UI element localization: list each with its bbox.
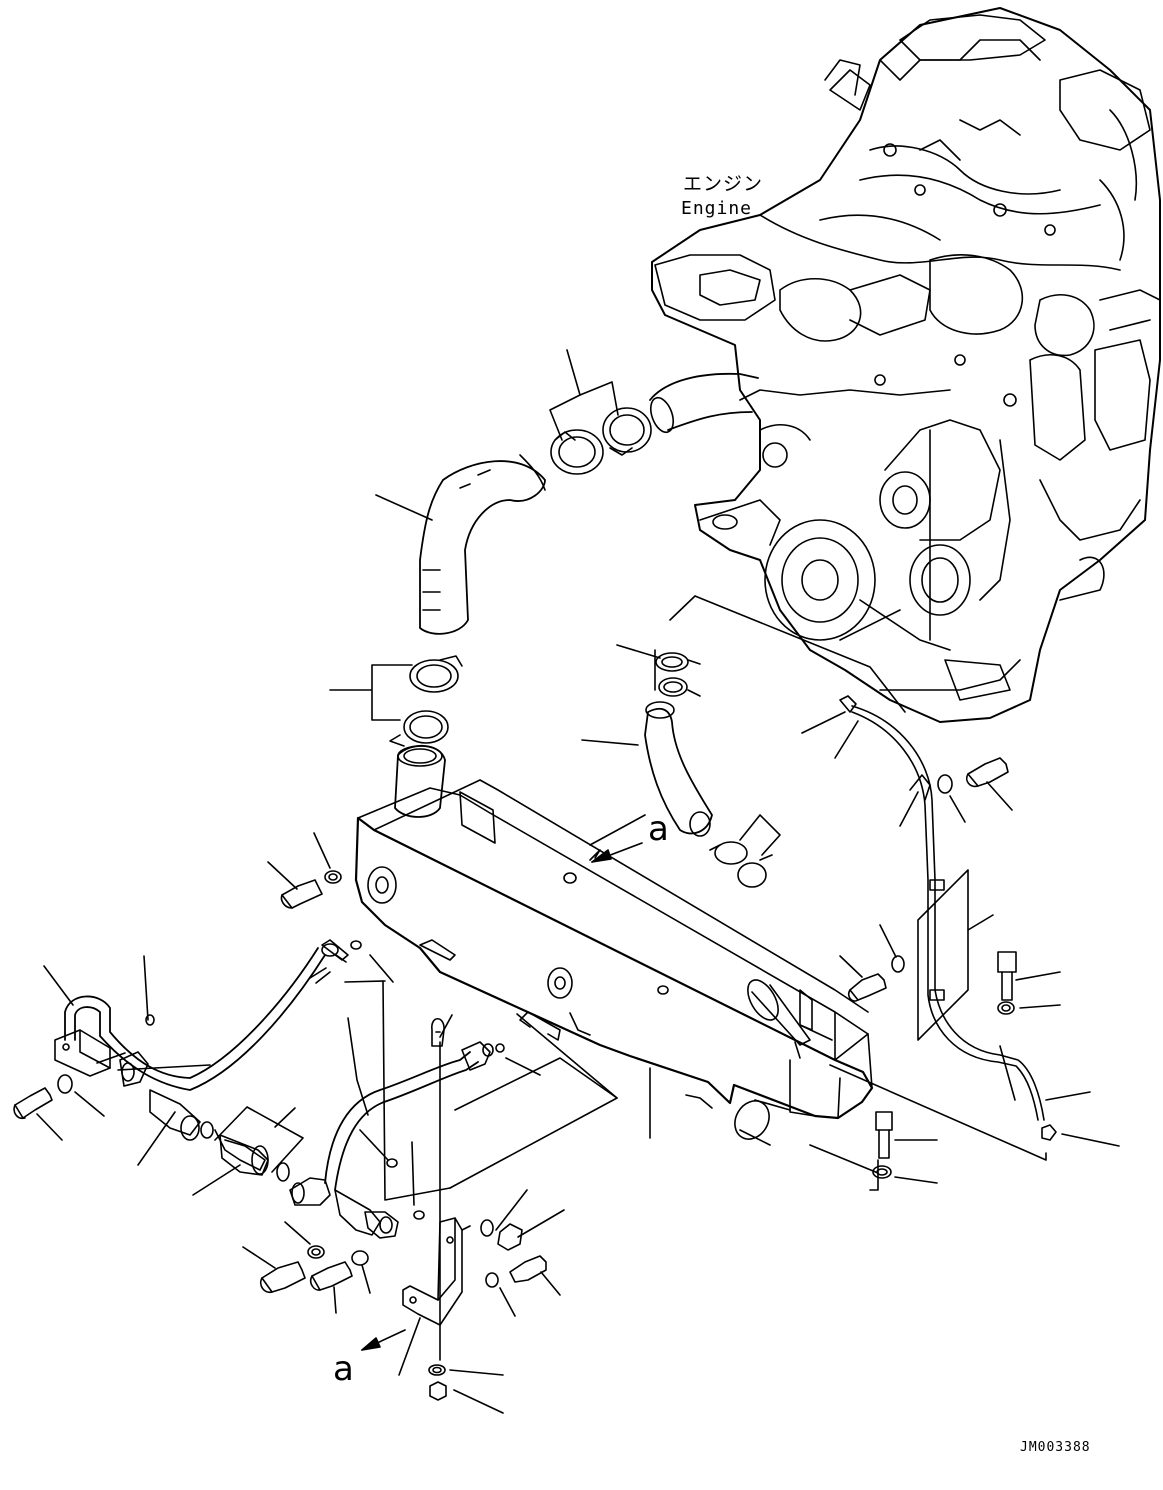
drawing-code: JM003388 (1020, 1440, 1091, 1455)
s-pipe (325, 1015, 540, 1238)
view-a-label-bottom: a (333, 1349, 354, 1389)
bypass-pipe (44, 940, 393, 1090)
view-arrow-bottom (362, 1330, 405, 1350)
upper-hose-group (330, 350, 758, 746)
bracket-group (345, 981, 617, 1413)
view-arrow-top (592, 843, 642, 862)
bolts-washers (14, 758, 1119, 1316)
view-a-label-top: a (648, 809, 669, 849)
right-tube (802, 696, 1090, 1173)
engine-label-japanese: エンジン (683, 173, 764, 195)
engine-label-english: Engine (681, 198, 753, 219)
fittings-group (118, 1052, 330, 1205)
lower-hose-group (582, 596, 905, 887)
cooler-tank (356, 746, 872, 1146)
engine-assembly (652, 8, 1160, 722)
